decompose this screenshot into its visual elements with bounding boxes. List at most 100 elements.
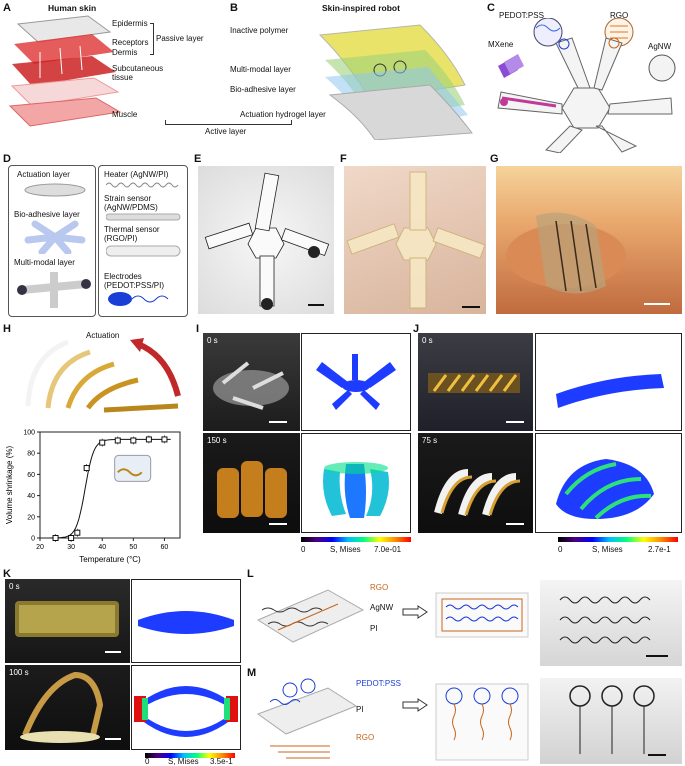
- photo-circuit-l: [540, 580, 682, 666]
- photo-k-0s: 0 s: [5, 579, 130, 663]
- colorbar-j-max: 2.7e-1: [648, 545, 671, 554]
- colorbar-i-min: 0: [301, 545, 306, 554]
- data-point: [74, 529, 81, 536]
- colorbar-k-min: 0: [145, 757, 150, 766]
- label-epidermis: Epidermis: [112, 19, 148, 28]
- panel-label-c: C: [487, 2, 495, 14]
- timestamp-i-0s: 0 s: [207, 336, 218, 345]
- passive-bracket: [150, 23, 154, 55]
- inset-hydrogel-chains: [117, 468, 143, 477]
- label-m-pi: PI: [356, 705, 364, 714]
- y-tick-label: 40: [27, 493, 35, 500]
- label-bioadhesive-layer: Bio-adhesive layer: [230, 85, 296, 94]
- label-strain-1: Strain sensor: [104, 194, 152, 203]
- label-heater: Heater (AgNW/PI): [104, 170, 169, 179]
- colorbar-k-label: S, Mises: [168, 757, 199, 766]
- skin-layers-illustration: [8, 15, 122, 127]
- photo-robot-wrapped-tissue: [496, 166, 682, 314]
- data-point: [52, 535, 59, 541]
- scale-bar-f: [462, 306, 480, 308]
- label-h-actuation: Actuation: [86, 331, 120, 340]
- thermal-sensor-icon: [106, 245, 181, 257]
- photo-k-100s: 100 s: [5, 665, 130, 750]
- actuation-bending-illustration: [25, 338, 181, 413]
- photo-i-150s: 150 s: [203, 433, 300, 533]
- scale-bar-i-top: [269, 421, 287, 423]
- label-actuation-hydrogel: Actuation hydrogel layer: [240, 110, 326, 119]
- components-legend-box: [98, 165, 188, 317]
- label-mxene: MXene: [488, 40, 514, 49]
- label-thermal-2: (RGO/PI): [104, 234, 138, 243]
- star-robot-illustration: [497, 18, 676, 153]
- fit-curve: [49, 438, 171, 539]
- y-tick-label: 20: [27, 514, 35, 521]
- arrow-right-icon: [402, 605, 428, 619]
- colorbar-j-label: S, Mises: [592, 545, 623, 554]
- label-pedot: PEDOT:PSS: [499, 11, 544, 20]
- data-point: [130, 437, 137, 444]
- y-tick-label: 0: [31, 536, 35, 543]
- label-subcutaneous-2: tissue: [112, 73, 133, 82]
- y-axis-label: Volume shrinkage (%): [5, 446, 14, 525]
- scale-bar-j-bottom: [506, 523, 524, 525]
- panel-a-title: Human skin: [48, 3, 97, 13]
- label-d-multimodal: Multi-modal layer: [14, 258, 75, 267]
- scale-bar-g: [644, 303, 670, 305]
- inset-hydrogel: [114, 454, 152, 482]
- label-l-pi: PI: [370, 624, 378, 633]
- panel-label-e: E: [194, 153, 202, 165]
- panel-label-l: L: [247, 568, 254, 580]
- panel-label-f: F: [340, 153, 347, 165]
- y-tick-label: 80: [27, 451, 35, 458]
- panel-label-k: K: [3, 568, 11, 580]
- simulation-k-100s: [131, 665, 241, 750]
- label-thermal-1: Thermal sensor: [104, 225, 160, 234]
- scale-bar-k-bottom: [105, 738, 121, 740]
- label-rgo: RGO: [610, 11, 629, 20]
- x-tick-label: 30: [67, 544, 75, 551]
- multimodal-layer-icon: [17, 272, 91, 308]
- actuation-layer-icon: [24, 183, 86, 197]
- simulation-i-0s: [301, 333, 411, 431]
- active-bracket: [165, 120, 292, 125]
- timestamp-j-0s: 0 s: [422, 336, 433, 345]
- photo-robot-on-skin: [344, 166, 486, 314]
- label-subcutaneous-1: Subcutaneous: [112, 64, 164, 73]
- strain-sensor-icon: [106, 213, 181, 221]
- label-active-layer: Active layer: [205, 127, 247, 136]
- x-tick-label: 20: [36, 544, 44, 551]
- scale-bar-i-bottom: [269, 523, 287, 525]
- label-strain-2: (AgNW/PDMS): [104, 203, 158, 212]
- scale-bar-j-top: [506, 421, 524, 423]
- photo-j-75s: 75 s: [418, 433, 533, 533]
- photo-i-0s: 0 s: [203, 333, 300, 431]
- panel-label-g: G: [490, 153, 499, 165]
- photo-robot-flat: [198, 166, 334, 314]
- colorbar-i-label: S, Mises: [330, 545, 361, 554]
- label-m-rgo: RGO: [356, 733, 375, 742]
- panel-label-h: H: [3, 323, 11, 335]
- data-point: [145, 436, 152, 443]
- label-agnw: AgNW: [648, 42, 672, 51]
- label-dermis: Dermis: [112, 48, 138, 57]
- colorbar-k: [145, 753, 235, 758]
- colorbar-i: [301, 537, 411, 542]
- panel-label-b: B: [230, 2, 238, 14]
- label-d-bioadhesive: Bio-adhesive layer: [14, 210, 80, 219]
- label-passive-layer: Passive layer: [156, 34, 204, 43]
- timestamp-i-150s: 150 s: [207, 436, 227, 445]
- simulation-k-0s: [131, 579, 241, 663]
- x-tick-label: 40: [98, 544, 106, 551]
- layers-legend-box: [8, 165, 96, 317]
- data-point: [99, 439, 106, 446]
- x-tick-label: 50: [129, 544, 137, 551]
- layer-stack-m-illustration: [256, 678, 358, 759]
- circuit-l-illustration: [435, 592, 529, 638]
- colorbar-k-max: 3.5e-1: [210, 757, 233, 766]
- photo-circuit-m: [540, 678, 682, 764]
- simulation-j-75s: [535, 433, 682, 533]
- scale-bar-k-top: [105, 651, 121, 653]
- timestamp-k-0s: 0 s: [9, 582, 20, 591]
- heater-icon: [106, 182, 179, 188]
- data-point: [161, 436, 168, 443]
